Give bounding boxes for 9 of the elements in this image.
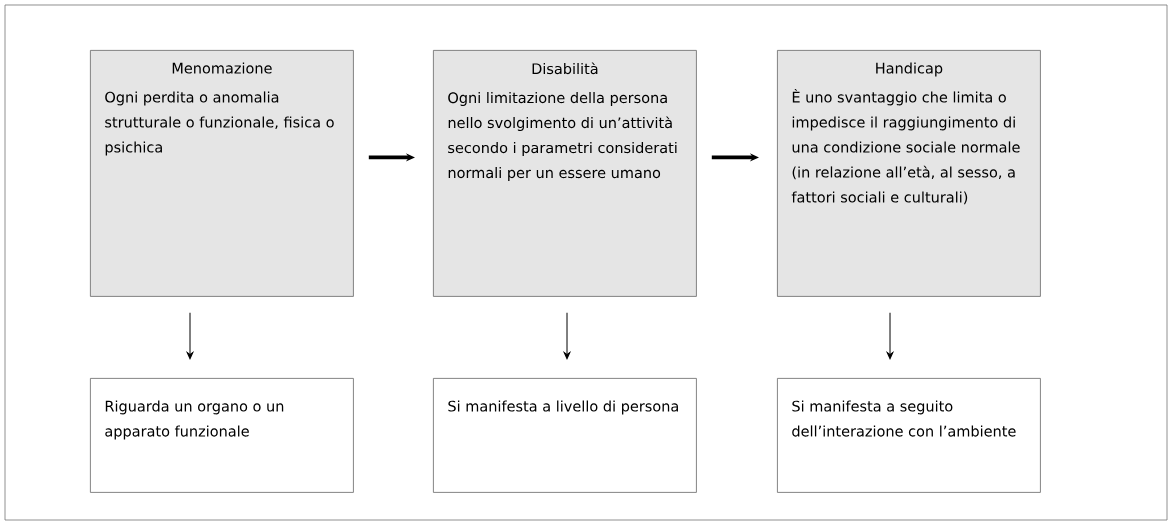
description-box: Si manifesta a livello di persona xyxy=(433,378,697,493)
description-box: Si manifesta a seguito dell’interazione con l’ambiente xyxy=(777,378,1041,493)
arrow xyxy=(886,312,894,360)
arrow xyxy=(186,312,194,360)
description-box: Riguarda un organo o un apparato funzionale xyxy=(90,378,354,493)
definition-box: Disabilità Ogni limitazione della persona nello svolgimento di un’attività secondo i parametri considerati normali per un essere umano xyxy=(433,50,697,297)
arrow xyxy=(563,312,571,360)
definition-box: Menomazione Ogni perdita o anomalia strutturale o funzionale, fisica o psichica xyxy=(90,50,354,297)
definition-box: Handicap È uno svantaggio che limita o impedisce il raggiungimento di una condizione sociale normale (in relazione all’età, al sesso, a fattori sociali e culturali) xyxy=(777,50,1041,297)
